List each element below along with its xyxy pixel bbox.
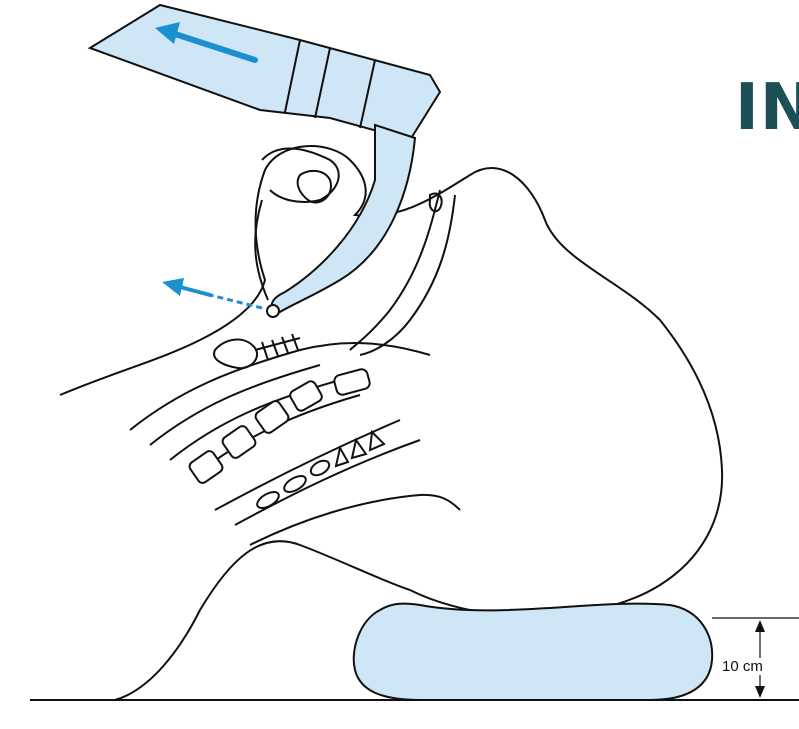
nasal-structure (298, 171, 331, 203)
laryngoscope-handle (90, 5, 440, 140)
epiglottis-arrow-head (162, 278, 184, 296)
cervical-vertebrae (188, 368, 371, 485)
measurement-label: 10 cm (720, 658, 765, 675)
dim-arrow-up (755, 620, 765, 632)
dim-arrow-down (755, 686, 765, 698)
trachea-stub (214, 340, 257, 369)
lower-neck-outline (250, 495, 460, 545)
epiglottis-arrow-shaft (180, 287, 210, 295)
blade-tip (267, 305, 279, 317)
pillow (354, 604, 712, 700)
posterior-elements (255, 432, 384, 511)
